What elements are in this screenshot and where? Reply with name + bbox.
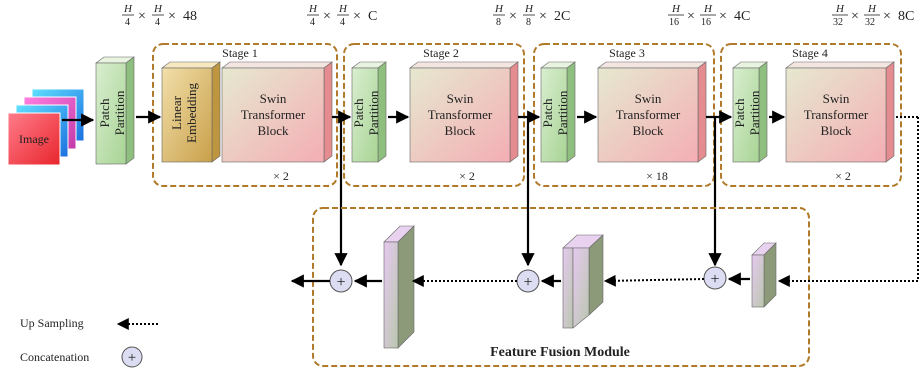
linear-embedding-block: LinearEmbedding <box>161 61 221 163</box>
swin-block-stage4: Swin Transformer Block <box>785 61 895 163</box>
svg-text:8C: 8C <box>898 9 914 24</box>
feature-fusion-box <box>312 207 810 367</box>
legend-concat-icon <box>121 346 143 368</box>
svg-text:H: H <box>123 3 133 15</box>
input-image: Image <box>7 88 85 166</box>
svg-text:Transformer: Transformer <box>616 107 681 122</box>
svg-text:32: 32 <box>865 17 875 28</box>
concat-node-1: + <box>329 269 353 293</box>
dim-label-stage2: H 8 × H 8 × 2C <box>493 3 570 28</box>
concat-node-2: + <box>516 269 540 293</box>
stage-3-title: Stage 3 <box>609 46 645 60</box>
svg-text:×: × <box>719 9 727 24</box>
svg-text:32: 32 <box>833 17 843 28</box>
fusion-solid-arrows <box>290 272 750 288</box>
legend-concatenation-label: Concatenation <box>20 350 89 364</box>
svg-text:+: + <box>523 274 532 291</box>
svg-text:×: × <box>138 9 146 24</box>
upsampling-arrows <box>411 274 918 287</box>
feature-fusion-title: Feature Fusion Module <box>490 345 630 360</box>
svg-text:+: + <box>128 350 136 366</box>
svg-text:Block: Block <box>444 123 476 138</box>
fusion-feature-map-medium <box>562 234 604 329</box>
patch-partition-block-stage2: PatchPartition <box>351 61 387 163</box>
svg-text:Swin: Swin <box>635 91 662 106</box>
svg-text:H: H <box>835 3 845 15</box>
patch-partition-block-stage3: PatchPartition <box>540 61 576 163</box>
legend: Up Sampling Concatenation + <box>20 316 158 368</box>
svg-text:H: H <box>703 3 713 15</box>
concat-node-3: + <box>703 266 727 290</box>
stage-4-title: Stage 4 <box>792 46 828 60</box>
dim-label-stage1: H 4 × H 4 × C <box>307 3 377 28</box>
dim-label-input: H 4 × H 4 × 48 <box>122 3 197 28</box>
svg-text:H: H <box>494 3 504 15</box>
svg-text:PatchPartition: PatchPartition <box>97 90 127 135</box>
patch-partition-block-0: PatchPartition <box>95 56 135 165</box>
stage-1-title: Stage 1 <box>222 46 258 60</box>
skip-arrows <box>334 117 722 267</box>
stage-2-title: Stage 2 <box>423 46 459 60</box>
svg-text:48: 48 <box>183 9 197 24</box>
svg-text:PatchPartition: PatchPartition <box>732 90 762 135</box>
swin-block-stage1: Swin Transformer Block <box>221 61 333 163</box>
svg-text:×: × <box>851 9 859 24</box>
fusion-feature-map-large <box>383 225 415 349</box>
svg-text:Block: Block <box>820 123 852 138</box>
svg-text:×: × <box>168 9 176 24</box>
svg-text:+: + <box>710 271 719 288</box>
svg-text:LinearEmbedding: LinearEmbedding <box>169 83 199 143</box>
svg-text:H: H <box>867 3 877 15</box>
svg-text:Transformer: Transformer <box>804 107 869 122</box>
svg-text:+: + <box>336 274 345 291</box>
svg-text:PatchPartition: PatchPartition <box>540 90 570 135</box>
svg-text:H: H <box>338 3 348 15</box>
svg-text:8: 8 <box>496 17 501 28</box>
svg-text:Swin: Swin <box>447 91 474 106</box>
svg-text:16: 16 <box>701 17 711 28</box>
svg-text:Swin: Swin <box>823 91 850 106</box>
stage-4-repeat: × 2 <box>835 169 851 183</box>
svg-text:PatchPartition: PatchPartition <box>351 90 381 135</box>
fusion-feature-map-small <box>751 242 777 308</box>
stage-1-box <box>152 43 338 187</box>
svg-text:×: × <box>353 9 361 24</box>
svg-text:×: × <box>687 9 695 24</box>
svg-text:Transformer: Transformer <box>428 107 493 122</box>
svg-text:4: 4 <box>155 17 160 28</box>
stage-2-repeat: × 2 <box>459 169 475 183</box>
svg-text:H: H <box>153 3 163 15</box>
svg-text:4: 4 <box>125 17 130 28</box>
dim-label-stage4: H 32 × H 32 × 8C <box>832 3 914 28</box>
legend-upsampling-label: Up Sampling <box>20 316 84 330</box>
svg-text:C: C <box>368 9 377 24</box>
svg-text:Block: Block <box>632 123 664 138</box>
svg-text:4C: 4C <box>734 9 750 24</box>
svg-text:×: × <box>539 9 547 24</box>
svg-text:×: × <box>883 9 891 24</box>
svg-text:4: 4 <box>340 17 345 28</box>
stage-3-repeat: × 18 <box>646 169 668 183</box>
svg-text:16: 16 <box>669 17 679 28</box>
dim-label-stage3: H 16 × H 16 × 4C <box>668 3 750 28</box>
svg-text:H: H <box>308 3 318 15</box>
svg-text:H: H <box>524 3 534 15</box>
svg-text:×: × <box>509 9 517 24</box>
svg-text:4: 4 <box>310 17 315 28</box>
svg-text:2C: 2C <box>554 9 570 24</box>
swin-block-stage2: Swin Transformer Block <box>409 61 519 163</box>
svg-text:Block: Block <box>257 123 289 138</box>
svg-text:Image: Image <box>19 132 49 146</box>
svg-text:H: H <box>671 3 681 15</box>
svg-text:Swin: Swin <box>260 91 287 106</box>
svg-text:×: × <box>323 9 331 24</box>
svg-text:Transformer: Transformer <box>241 107 306 122</box>
patch-partition-block-stage4: PatchPartition <box>732 61 768 163</box>
svg-text:8: 8 <box>526 17 531 28</box>
swin-block-stage3: Swin Transformer Block <box>597 61 707 163</box>
stage-1-repeat: × 2 <box>273 169 289 183</box>
